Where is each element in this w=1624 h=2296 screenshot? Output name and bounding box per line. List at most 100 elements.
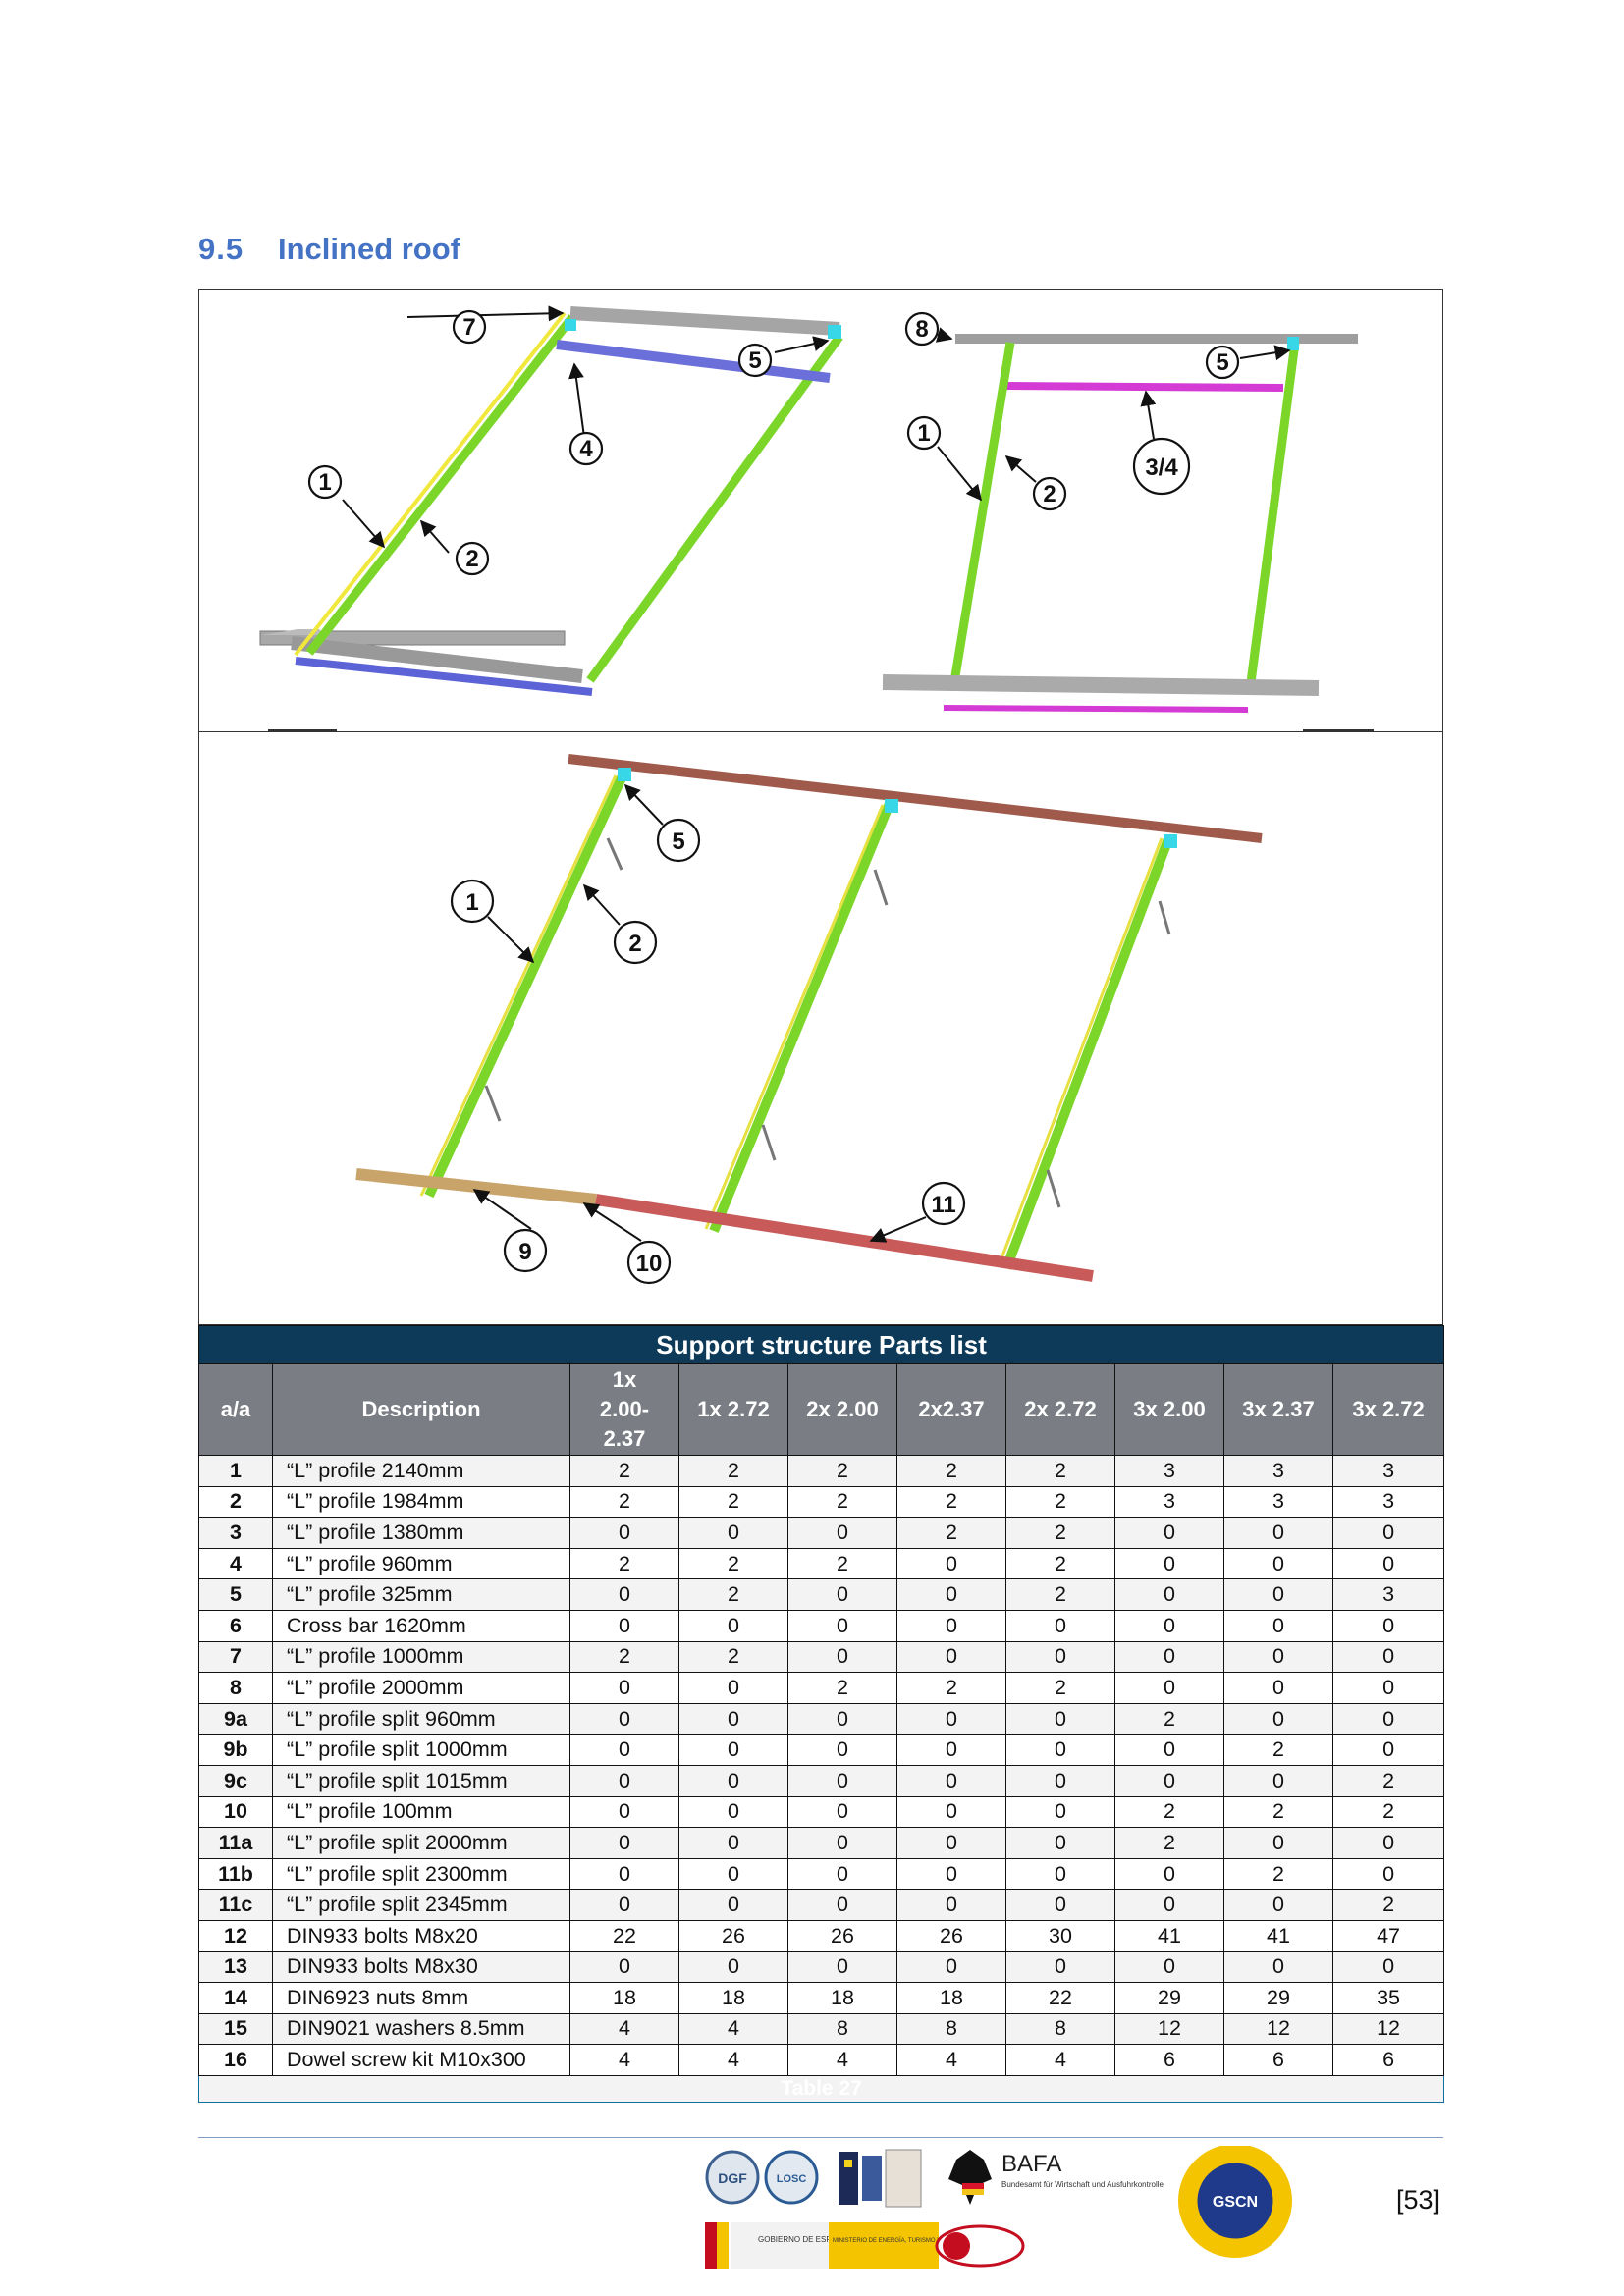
part-quantity: 0 xyxy=(1005,1857,1115,1891)
part-quantity: 0 xyxy=(678,1889,788,1921)
part-id: 11c xyxy=(198,1889,273,1921)
part-quantity: 2 xyxy=(678,1485,788,1519)
part-quantity: 0 xyxy=(787,1640,897,1674)
col-header-description: Description xyxy=(272,1363,570,1456)
callout-7-label: 7 xyxy=(462,314,475,341)
part-description: “L” profile split 960mm xyxy=(272,1702,570,1735)
part-quantity: 2 xyxy=(678,1547,788,1580)
part-quantity: 6 xyxy=(1331,2044,1445,2076)
part-description: “L” profile 2000mm xyxy=(272,1672,570,1704)
part-quantity: 0 xyxy=(1223,1889,1333,1921)
bottom-crossbar-blue xyxy=(295,657,593,696)
part-quantity: 18 xyxy=(896,1982,1006,2014)
callout-1-right xyxy=(906,415,942,451)
bottom-rail-profile xyxy=(291,636,583,683)
part-quantity: 2 xyxy=(1114,1702,1224,1735)
callout-1-label: 1 xyxy=(318,469,331,496)
part-quantity: 0 xyxy=(896,1950,1006,1984)
part-quantity: 0 xyxy=(569,1734,679,1766)
part-quantity: 0 xyxy=(1114,1517,1224,1549)
bafa-name: BAFA xyxy=(1001,2151,1061,2177)
col-header-3x-2.00: 3x 2.00 xyxy=(1114,1363,1224,1456)
part-quantity: 0 xyxy=(1331,1547,1445,1580)
callout-5-right xyxy=(1205,345,1240,380)
part-quantity: 2 xyxy=(896,1517,1006,1549)
part-id: 12 xyxy=(198,1919,273,1952)
part-quantity: 2 xyxy=(896,1485,1006,1519)
part-quantity: 0 xyxy=(1223,1702,1333,1735)
section-heading: 9.5 Inclined roof xyxy=(198,232,460,267)
part-id: 9b xyxy=(198,1734,273,1766)
part-quantity: 0 xyxy=(1223,1672,1333,1704)
part-quantity: 0 xyxy=(1114,1547,1224,1580)
part-quantity: 0 xyxy=(787,1827,897,1859)
part-quantity: 22 xyxy=(1005,1982,1115,2014)
part-quantity: 18 xyxy=(678,1982,788,2014)
callout-9-label: 9 xyxy=(518,1239,531,1265)
part-quantity: 4 xyxy=(1005,2044,1115,2076)
part-quantity: 0 xyxy=(569,1672,679,1704)
gobierno-espana-logo: GOBIERNO DE ESPAÑA MINISTERIO DE ENERGÍA… xyxy=(705,2222,992,2269)
part-quantity: 4 xyxy=(787,2044,897,2076)
part-id: 11b xyxy=(198,1857,273,1891)
part-id: 14 xyxy=(198,1982,273,2014)
part-quantity: 8 xyxy=(787,2012,897,2046)
top-rail-brown xyxy=(568,754,1263,843)
part-quantity: 0 xyxy=(1114,1734,1224,1766)
callout-9 xyxy=(503,1228,548,1273)
part-description: “L” profile split 1015mm xyxy=(272,1764,570,1797)
part-quantity: 0 xyxy=(1005,1795,1115,1829)
callout-11 xyxy=(921,1181,966,1226)
part-quantity: 0 xyxy=(1223,1640,1333,1674)
part-description: “L” profile 960mm xyxy=(272,1547,570,1580)
part-quantity: 0 xyxy=(569,1578,679,1611)
callout-2-b-label: 2 xyxy=(628,931,641,957)
part-quantity: 4 xyxy=(569,2012,679,2046)
part-quantity: 12 xyxy=(1331,2012,1445,2046)
part-quantity: 6 xyxy=(1114,2044,1224,2076)
part-quantity: 29 xyxy=(1223,1982,1333,2014)
part-quantity: 29 xyxy=(1114,1982,1224,2014)
top-rail-grey xyxy=(569,306,840,336)
part-quantity: 0 xyxy=(1223,1764,1333,1797)
part-quantity: 0 xyxy=(1005,1640,1115,1674)
gscn-text: GSCN xyxy=(1213,2194,1258,2211)
sponsor-logos: DGF LOSC BAFA Bundesamt für Wirtschaft u… xyxy=(705,2146,1292,2269)
part-quantity: 3 xyxy=(1114,1455,1224,1487)
part-quantity: 0 xyxy=(1005,1889,1115,1921)
section-number: 9.5 xyxy=(198,232,244,266)
part-quantity: 2 xyxy=(896,1455,1006,1487)
part-description: “L” profile 100mm xyxy=(272,1795,570,1829)
part-quantity: 0 xyxy=(896,1795,1006,1829)
bottom-rail-split-9 xyxy=(355,1168,597,1205)
part-quantity: 0 xyxy=(678,1827,788,1859)
part-quantity: 0 xyxy=(1223,1609,1333,1642)
col-header-2x-2.72: 2x 2.72 xyxy=(1005,1363,1115,1456)
part-quantity: 26 xyxy=(678,1919,788,1952)
part-quantity: 8 xyxy=(1005,2012,1115,2046)
part-quantity: 2 xyxy=(1114,1795,1224,1829)
gscn-seal: GSCN xyxy=(1178,2146,1292,2258)
part-quantity: 0 xyxy=(1114,1950,1224,1984)
part-quantity: 0 xyxy=(1114,1764,1224,1797)
red-badge-logo xyxy=(935,2224,1025,2268)
part-id: 4 xyxy=(198,1547,273,1580)
bottom-rail-grey-right xyxy=(882,674,1320,696)
part-quantity: 2 xyxy=(1005,1547,1115,1580)
part-description: Cross bar 1620mm xyxy=(272,1609,570,1642)
callout-5-right-label: 5 xyxy=(1216,349,1228,376)
part-quantity: 4 xyxy=(678,2012,788,2046)
part-quantity: 3 xyxy=(1223,1485,1333,1519)
part-quantity: 2 xyxy=(1005,1485,1115,1519)
part-id: 7 xyxy=(198,1640,273,1674)
